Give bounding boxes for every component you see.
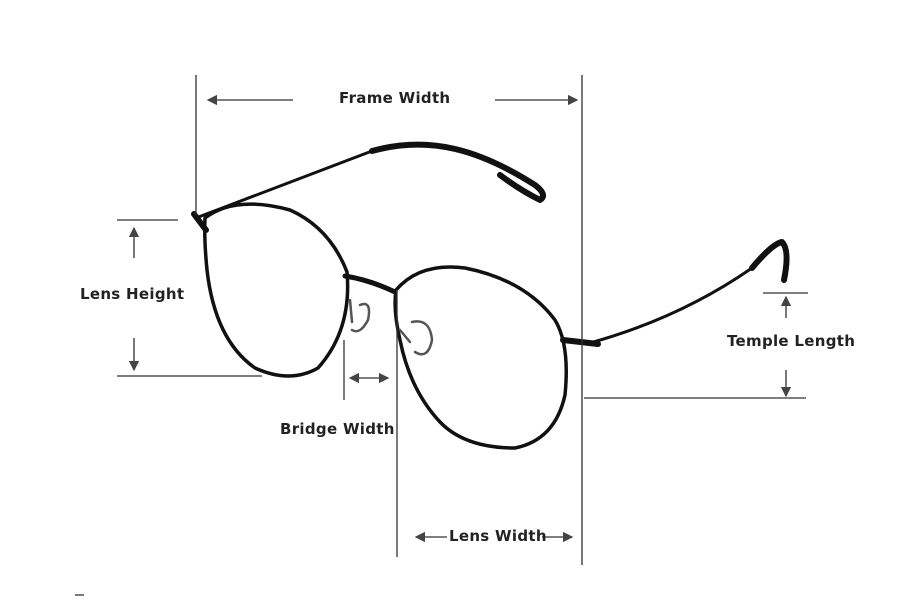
measurement-guides (75, 75, 808, 596)
right-temple (588, 266, 754, 345)
lens-width-label: Lens Width (449, 527, 547, 545)
glasses-frame (191, 141, 790, 450)
left-lens-rim (203, 202, 350, 378)
left-hinge (191, 211, 209, 233)
left-temple-tip (369, 141, 547, 203)
temple-length-label: Temple Length (727, 332, 856, 350)
bridge-width-label: Bridge Width (280, 420, 395, 438)
frame-width-label: Frame Width (339, 89, 451, 107)
bridge (342, 273, 398, 295)
right-nose-pad (398, 320, 434, 356)
right-lens-rim (393, 265, 568, 450)
left-nose-pad (348, 298, 371, 333)
lens-height-label: Lens Height (80, 285, 185, 303)
right-temple-tip (749, 239, 790, 283)
